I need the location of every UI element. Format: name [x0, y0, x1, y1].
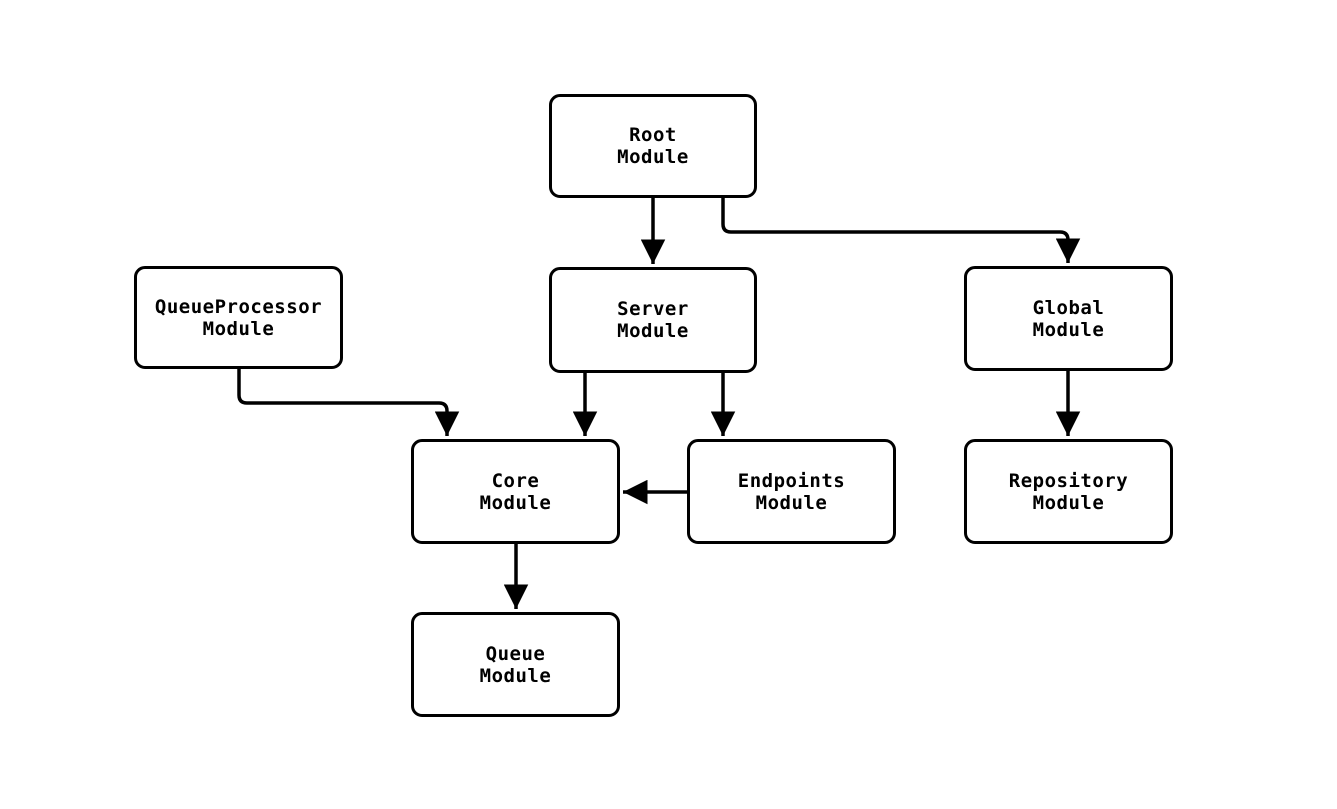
node-queueprocessor-module-name: QueueProcessor: [154, 295, 323, 318]
node-endpoints-module-name: Endpoints: [737, 469, 846, 492]
node-queue-module: Queue Module: [411, 612, 620, 717]
node-endpoints-module: Endpoints Module: [687, 439, 896, 544]
node-global-module-suffix: Module: [1032, 318, 1105, 341]
node-server-module-name: Server: [617, 298, 689, 320]
node-queue-module-suffix: Module: [479, 664, 552, 687]
node-server-module: Server Module: [549, 267, 757, 373]
node-queue-module-name: Queue: [485, 642, 546, 665]
node-root-module-suffix: Module: [617, 146, 689, 168]
node-global-module-name: Global: [1032, 296, 1105, 319]
node-core-module: Core Module: [411, 439, 620, 544]
node-queueprocessor-module-suffix: Module: [202, 317, 275, 340]
node-root-module-name: Root: [629, 124, 677, 146]
node-endpoints-module-suffix: Module: [755, 491, 828, 514]
edge-queueprocessor-to-core: [237, 369, 460, 436]
node-repository-module-name: Repository: [1008, 469, 1129, 492]
node-global-module: Global Module: [964, 266, 1173, 371]
node-queueprocessor-module: QueueProcessor Module: [134, 266, 343, 369]
node-server-module-suffix: Module: [617, 320, 689, 342]
node-repository-module: Repository Module: [964, 439, 1173, 544]
node-repository-module-suffix: Module: [1032, 491, 1105, 514]
node-root-module: Root Module: [549, 94, 757, 198]
node-core-module-suffix: Module: [479, 491, 552, 514]
edge-root-to-global: [721, 198, 1081, 263]
node-core-module-name: Core: [491, 469, 540, 492]
